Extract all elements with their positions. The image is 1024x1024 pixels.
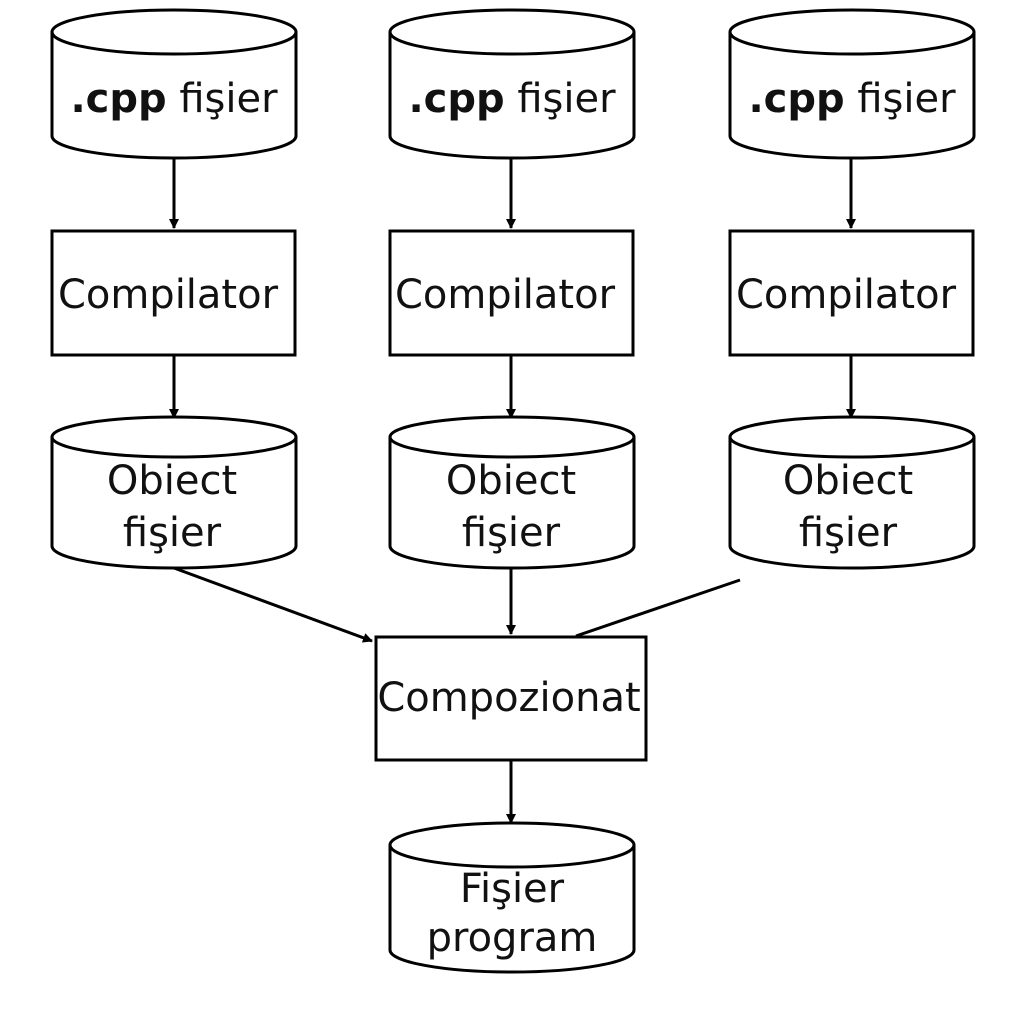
source-file-3: .cpp fişier (728, 8, 976, 160)
object-label-line-1: Obiect (107, 458, 237, 504)
program-file: Fişier program (388, 821, 636, 974)
object-label-line-1: Obiect (783, 458, 913, 504)
linker-box: Compozionat (374, 635, 648, 762)
compiler-rect (388, 229, 635, 357)
object-cylinder-top (728, 415, 976, 459)
object-label-line-2: fişier (462, 510, 561, 556)
object-label-line-2: fişier (123, 510, 222, 556)
compiler-box-1: Compilator (50, 229, 297, 357)
object-cylinder-top (50, 415, 298, 459)
compiler-rect (728, 229, 975, 357)
source-ext: .cpp (748, 76, 844, 122)
source-ext: .cpp (70, 76, 166, 122)
compiler-label: Compilator (736, 272, 957, 318)
source-file-1: .cpp fişier (50, 8, 298, 160)
source-cylinder-body (388, 32, 636, 160)
output-cylinder-top (388, 821, 636, 869)
object-label-line-2: fişier (799, 510, 898, 556)
output-label-line-1: Fişier (460, 866, 565, 912)
source-cylinder-body (728, 32, 976, 160)
edge-object-3-to-linker (575, 578, 741, 638)
source-label: .cpp fişier (70, 76, 278, 122)
source-name-space (845, 76, 858, 122)
object-file-3: Obiect fişier (728, 415, 976, 570)
source-name: fişier (517, 76, 616, 122)
compiler-label: Compilator (58, 272, 279, 318)
source-cylinder-top (388, 8, 636, 56)
source-label: .cpp fişier (748, 76, 956, 122)
object-label-line-1: Obiect (446, 458, 576, 504)
object-cylinder-top (388, 415, 636, 459)
compiler-label: Compilator (395, 272, 616, 318)
edges (169, 158, 856, 824)
linker-rect (374, 635, 648, 762)
compiler-box-2: Compilator (388, 229, 635, 357)
object-file-2: Obiect fişier (388, 415, 636, 570)
edge-object-1-to-linker (173, 566, 373, 643)
compiler-rect (50, 229, 297, 357)
source-cylinder-body (50, 32, 298, 160)
source-cylinder-top (50, 8, 298, 56)
source-name-space (505, 76, 518, 122)
object-cylinder-body (388, 437, 636, 570)
source-ext: .cpp (408, 76, 504, 122)
source-name-space (167, 76, 180, 122)
linker-label: Compozionat (377, 675, 640, 721)
source-cylinder-top (728, 8, 976, 56)
compiler-box-3: Compilator (728, 229, 975, 357)
object-cylinder-body (50, 437, 298, 570)
output-label-line-2: program (427, 915, 598, 961)
source-label: .cpp fişier (408, 76, 616, 122)
object-file-1: Obiect fişier (50, 415, 298, 570)
output-cylinder-body (388, 845, 636, 974)
source-file-2: .cpp fişier (388, 8, 636, 160)
object-cylinder-body (728, 437, 976, 570)
source-name: fişier (857, 76, 956, 122)
source-name: fişier (179, 76, 278, 122)
